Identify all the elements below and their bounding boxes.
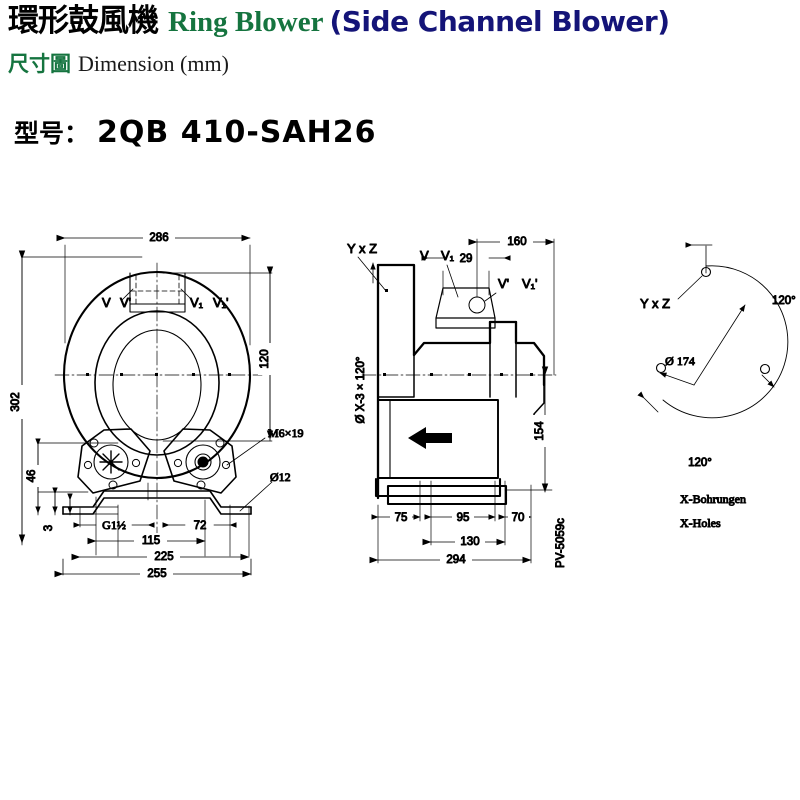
side-dim-label-75: 75 (395, 512, 408, 524)
dim-label-225: 225 (154, 551, 173, 563)
callout-d12-leader (239, 481, 273, 512)
flow-direction-arrow (408, 427, 452, 449)
side-port-leader-2 (484, 292, 497, 302)
bolt-circle-arc (662, 265, 789, 419)
hole-pattern-group: Y x Z Ø 174 120° 120° X-Bohrungen X-Hole… (637, 242, 796, 531)
top-port-hidden-lines (129, 274, 186, 306)
side-dim-label-154: 154 (534, 421, 546, 441)
side-dim-29-ext (442, 270, 490, 296)
dim-label-255: 255 (147, 568, 166, 580)
port-label-v1: V₁ (190, 295, 204, 310)
hole-left (655, 362, 667, 374)
port-leaders (121, 288, 193, 301)
angle-arc-ticks-bottom (761, 374, 775, 388)
hole-right (759, 363, 771, 375)
header-subtitle-line: 尺寸圖 Dimension (mm) (8, 53, 229, 75)
top-port (129, 272, 186, 313)
title-english-green: Ring Blower (168, 6, 324, 38)
side-dim-label-160: 160 (507, 236, 526, 248)
centerline-dots (86, 373, 231, 376)
title-chinese: 環形鼓風機 (8, 3, 159, 39)
dim-3 (52, 487, 73, 514)
side-port-label-v1: V₁ (441, 248, 455, 263)
side-label-yz: Y x Z (347, 241, 377, 256)
left-bracket-small-holes (83, 438, 141, 490)
right-bracket-small-holes (173, 438, 231, 490)
side-yz-leader (357, 256, 387, 292)
port-label-v-prime: V' (120, 295, 131, 310)
side-dim-label-294: 294 (446, 554, 466, 566)
model-label: 型号： (14, 119, 90, 148)
side-base-plate (374, 477, 508, 506)
side-inlet-flange (435, 287, 496, 329)
port-label-v1-prime: V₁' (213, 295, 229, 310)
subtitle-chinese: 尺寸圖 (8, 52, 71, 76)
dim-label-3: 3 (43, 525, 55, 531)
callout-m6-leader (226, 437, 266, 466)
left-bracket-hub (93, 444, 129, 480)
hole-label-yz: Y x Z (640, 296, 670, 311)
callout-label-d12: Ø12 (270, 470, 291, 484)
side-dim-label-29: 29 (460, 253, 473, 265)
dim-label-120: 120 (259, 349, 271, 368)
port-label-v: V (102, 295, 111, 310)
angle-label-top: 120° (772, 295, 796, 307)
dim-label-46: 46 (26, 470, 38, 483)
technical-drawing: 286 302 120 46 (9, 230, 796, 581)
bolt-circle-arc-ticks (637, 242, 713, 413)
side-dim-160-ext (476, 238, 555, 376)
side-centerline-dots (383, 373, 533, 376)
left-bracket-star-fill (99, 450, 123, 474)
side-port-label-v: V (420, 248, 429, 263)
side-housing-mid (377, 342, 545, 422)
hole-top (700, 266, 712, 278)
side-lower-block (377, 399, 499, 479)
front-view-group: 286 302 120 46 (9, 230, 304, 581)
side-port-leaders (446, 264, 459, 298)
model-number: 2QB 410-SAH26 (97, 115, 377, 150)
dim-label-302: 302 (10, 392, 22, 411)
side-yz-dot (385, 289, 388, 292)
right-bracket-center-hole (197, 456, 209, 468)
bolt-circle-label: Ø 174 (665, 354, 695, 368)
side-port-label-v-prime: V' (498, 276, 509, 291)
side-dim-label-130: 130 (460, 536, 479, 548)
bolt-circle-radius-leader (659, 304, 746, 386)
right-bracket-hub (185, 444, 221, 480)
dim-label-g-thread: G1½ (102, 518, 126, 532)
callout-label-m6: M6×19 (268, 426, 303, 440)
subtitle-english: Dimension (mm) (78, 51, 229, 76)
dim-label-286: 286 (149, 232, 168, 244)
side-dim-label-95: 95 (457, 512, 470, 524)
front-extension-lines (21, 244, 273, 557)
side-inlet-circle (468, 296, 486, 314)
angle-label-bottom: 120° (688, 457, 712, 469)
base-plate (62, 490, 252, 515)
dim-label-115: 115 (142, 535, 160, 547)
hole-yz-leader (677, 275, 703, 300)
dim-label-72: 72 (194, 520, 207, 532)
drawing-code-label: PV-5059c (555, 518, 567, 568)
title-english-blue: (Side Channel Blower) (329, 5, 670, 38)
side-view-group: Y x Z V V₁ V' V₁' Ø X-3 (347, 234, 568, 568)
hole-note-de: X-Bohrungen (680, 492, 746, 506)
side-housing-outline (376, 263, 546, 500)
side-port-label-v1-prime: V₁' (522, 276, 538, 291)
right-mount-bracket (163, 428, 237, 494)
side-dim-label-70: 70 (512, 512, 525, 524)
hole-note-en: X-Holes (680, 516, 721, 530)
side-bolt-circle-note: Ø X-3 × 120° (355, 357, 367, 424)
front-centerlines (54, 262, 263, 536)
model-line: 型号：2QB 410-SAH26 (14, 118, 376, 148)
header-title-line: 環形鼓風機 Ring Blower(Side Channel Blower) (8, 6, 670, 37)
